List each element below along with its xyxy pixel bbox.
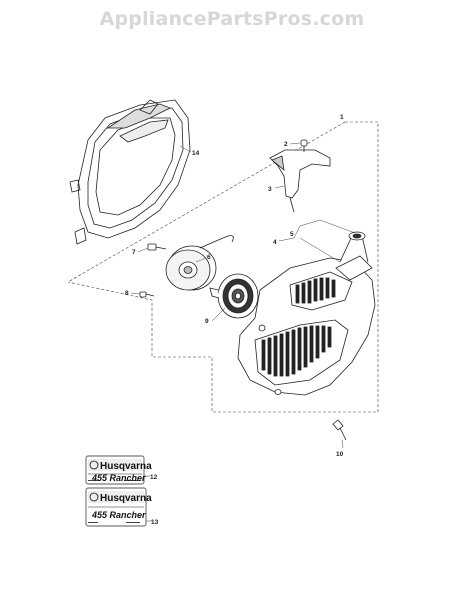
starter-housing-part-4[interactable] bbox=[237, 231, 376, 396]
callout-14: 14 bbox=[192, 150, 200, 157]
spring-cassette-part-9[interactable] bbox=[209, 273, 259, 319]
callout-7: 7 bbox=[132, 249, 136, 256]
callout-8: 8 bbox=[125, 290, 129, 297]
callout-5: 5 bbox=[290, 231, 294, 238]
decal-part-12[interactable] bbox=[85, 455, 150, 485]
callout-1: 1 bbox=[340, 114, 344, 121]
callout-3: 3 bbox=[268, 186, 272, 193]
decal-12-brand: Husqvarna bbox=[100, 461, 152, 472]
callout-10: 10 bbox=[336, 451, 344, 458]
decal-12-model: 455 Rancher bbox=[91, 473, 146, 483]
decal-13-model: 455 Rancher bbox=[91, 510, 146, 520]
pin-part-2[interactable] bbox=[300, 139, 308, 152]
callout-2: 2 bbox=[284, 141, 288, 148]
watermark: AppliancePartsPros.com bbox=[99, 8, 365, 30]
fan-housing-part-14[interactable] bbox=[69, 99, 191, 245]
decal-part-13[interactable] bbox=[85, 487, 152, 527]
screw-part-8[interactable] bbox=[139, 291, 155, 298]
screw-part-10[interactable] bbox=[332, 419, 347, 441]
screw-part-7[interactable] bbox=[147, 243, 167, 251]
callout-6: 6 bbox=[207, 254, 211, 261]
callout-4: 4 bbox=[273, 239, 277, 246]
leader-lines bbox=[130, 142, 356, 449]
pulley-part-6[interactable] bbox=[165, 235, 234, 291]
callout-13: 13 bbox=[151, 519, 159, 526]
starter-handle-part-3[interactable] bbox=[269, 149, 331, 213]
callout-9: 9 bbox=[205, 318, 209, 325]
decal-13-brand: Husqvarna bbox=[100, 493, 152, 504]
callout-12: 12 bbox=[150, 474, 158, 481]
assembly-outline bbox=[67, 121, 379, 413]
